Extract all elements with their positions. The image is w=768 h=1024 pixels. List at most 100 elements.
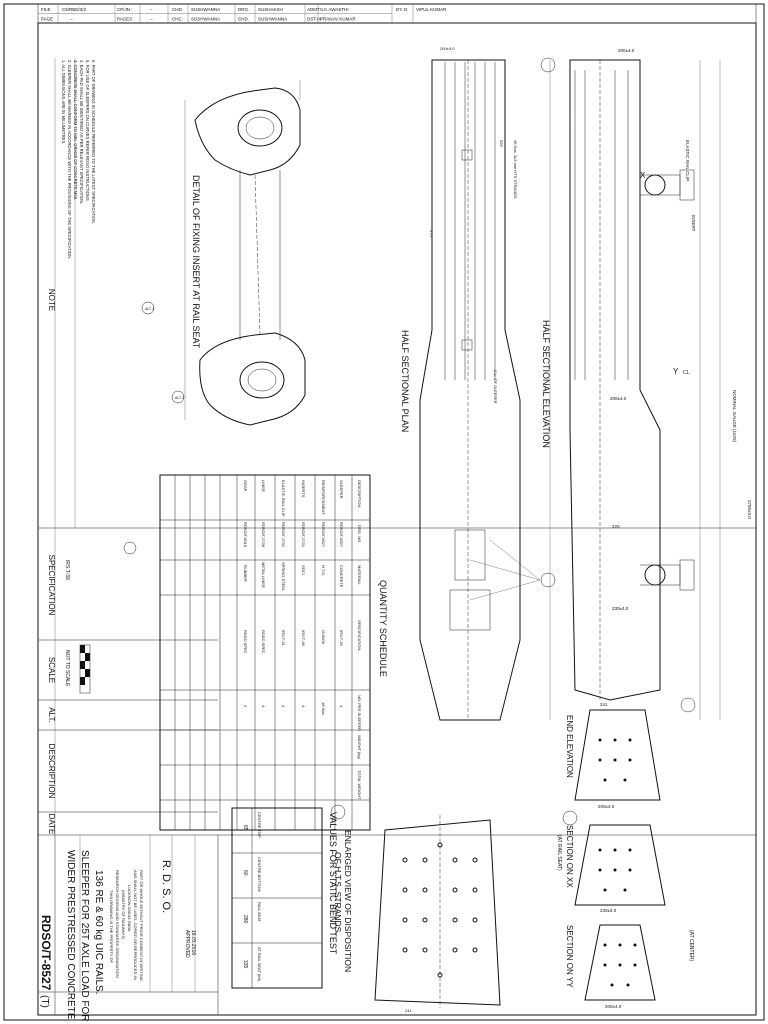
qs-cell: RDSO/T-8527 [339,522,344,548]
qs-cell: RDSO/T-8016 [243,522,248,548]
cp-label: CP/JN : [117,7,133,12]
note-item: 1. ALL DIMENSIONS ARE IN MILLIMETRES. [61,60,66,145]
qs-cell: 4 [261,705,266,708]
col-specification: SPECIFICATION [47,555,56,616]
qs-cell: GRSP [243,480,248,492]
dy-value: VIPUL KUMAR [416,7,447,12]
qs-cell: RUBBER [243,565,248,582]
sb-header: CENTRE BOTTOM [257,857,262,892]
qs-cell: 2 [243,705,248,708]
qs-cell: 4 [281,705,286,708]
dimension: 575 [429,230,434,237]
qs-cell: CONCRETE [339,565,344,588]
sb-header: AT RAIL SEAT (kN) [257,947,262,982]
section-yy: SECTION ON YY (AT CENTER) 200±4.0 [565,924,694,1009]
note-heading: NOTE [47,289,56,311]
page-label: PAGE [41,17,53,22]
qs-cell: RDSO SPEC [261,630,266,654]
half-sectional-elevation: HALF SECTIONAL ELEVATION ELASTIC RAIL CL… [541,48,752,720]
qs-cell: REINFORCEMENT [321,480,326,515]
qs-cell: RDSO SPEC [243,630,248,654]
static-bend-test: VALUES FOR STATIC BEND TEST CENTRE TOP C… [231,807,338,989]
quantity-schedule: QUANTITY SCHEDULE DESCRIPTION DRG. NO. M… [159,474,388,831]
half-plan-title: HALF SECTIONAL PLAN [400,330,410,432]
alt-marker: ALT 1 [145,307,154,311]
scale-value: NOT TO SCALE [64,650,70,687]
qs-cell: SPRING STEEL [281,562,286,592]
half-elevation-title: HALF SECTIONAL ELEVATION [541,320,551,448]
qs-cell: RDSO/T-3701 [281,522,286,548]
col-description: DESCRIPTION [47,744,56,799]
sb-value: 335 [242,960,248,969]
strands-label: 18 Nos. 3x3 mm HTS STRANDS [513,140,518,199]
note-item: 3. CONCRETE SHALL CONFORM TO MIN. GRADE … [73,60,78,200]
section-yy-title: SECTION ON YY [565,925,574,988]
revision: (T) [39,995,50,1008]
qs-cell: RDSO/T-8527 [321,522,326,548]
chd-value: SUSHWANNA [191,7,220,12]
main-title: WIDER PRESTRESSED CONCRETE SLEEPER FOR 2… [39,850,196,1022]
qs-header: DESCRIPTION [357,480,362,507]
qs-cell: LINER [261,480,266,492]
qs-header: DRG. NO. [357,525,362,543]
header-strip: FILE PAGE C5/RBD/3/2 – CP/JN : PAGES – –… [37,3,757,24]
qs-cell: IRS:T-31 [281,630,286,647]
quantity-schedule-title: QUANTITY SCHEDULE [378,580,388,677]
strand-grid [402,842,478,978]
approved-label: APPROVED [184,930,190,958]
adm-value: S.K.AWASTHI [320,7,349,12]
drg-label: DRG. [238,7,249,12]
qs-header: WEIGHT (kg) [357,735,362,760]
dy-label: DY. D. [396,7,409,12]
drawing-title-3: 136 RE & 60 kg UIC RAILS. [93,870,104,995]
drawing-number: RDSO/T-8527 [39,915,53,991]
drawing-title-1: WIDER PRESTRESSED CONCRETE [65,850,76,1020]
chd-label: CHD. [172,7,183,12]
y-label: Y [673,367,679,376]
dimension: 200±4.0 [598,804,615,809]
qs-header: NO. PER SLEEPER [357,695,362,731]
qs-cell: 4 [301,705,306,708]
notes-list: 1. ALL DIMENSIONS ARE IN MILLIMETRES. 2.… [61,60,96,259]
alt-marker: ALT 2 [175,396,184,400]
gauge-label: NOMINAL GAUGE (1676) [732,390,737,443]
property-note: THIS DRAWING IS THE PROPERTY OF [109,890,114,964]
dimension: 525 [499,140,504,147]
qs-cell: RDSO/T-3701 [301,522,306,548]
drg-value: SUSHAKSH [258,7,283,12]
note-item: 2. SLEEPER SHALL BE MARKED IN ACCORDANCE… [67,60,72,259]
property-note: LUCKNOW-226011 INDIA [127,885,132,932]
end-elevation: END ELEVATION 241 200±4.0 [565,702,661,809]
qs-cell: SGCI [301,565,306,575]
dimension: 220 [612,524,620,529]
section-xx: SECTION ON XX (AT RAIL SEAT) 230±4.0 [556,824,666,913]
dimension: 200±4.0 [618,48,635,53]
qs-cell: IRS:T-46 [301,630,306,647]
sb-value: 65 [242,825,248,831]
sheet-border [3,3,765,1021]
sb-header: RAIL SEAT [257,902,262,923]
cl-sleeper-label: C.L. OF SLEEPER [493,370,498,404]
qs-header: MATERIAL [357,565,362,585]
adm-label: ADMT [307,7,320,12]
section-xx-title: SECTION ON XX [565,825,574,888]
dimension: 241 [405,1008,412,1013]
dimension: 241 [600,702,608,707]
callout-markers [123,57,696,826]
qs-cell: IRS:T-39 [339,630,344,647]
chk-label: CHD. [238,17,249,22]
bottom-column-headers: NOTE SPECIFICATION SCALE ALT. DESCRIPTIO… [47,289,70,834]
insert-label: INSERT [691,215,696,232]
file-value: C5/RBD/3/2 [62,7,87,12]
sb-header: CENTRE TOP [257,812,262,838]
col-alt: ALT. [47,707,56,722]
pages-value: – [150,17,153,22]
property-note: PART OR WHOLE WITHOUT PRIOR CONSENT IN W… [139,870,144,982]
drawing-frame [37,22,757,1016]
dimension: 200±4.0 [605,1004,622,1009]
cl-label: CL [683,370,690,376]
dimension: 230±4.0 [600,908,617,913]
half-sectional-plan: HALF SECTIONAL PLAN 18 Nos. 3x3 mm HTS S… [400,46,521,721]
file-label: FILE [41,7,51,12]
